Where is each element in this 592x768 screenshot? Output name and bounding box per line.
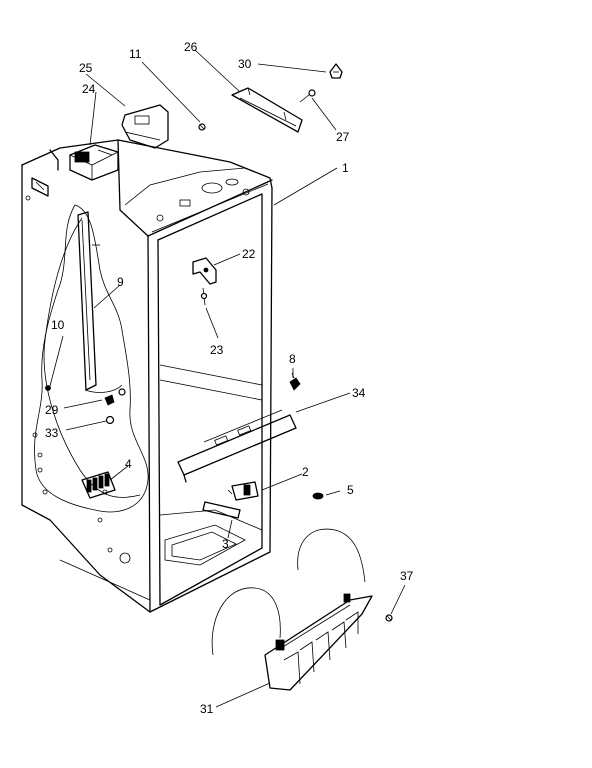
label-part-5: 5	[347, 483, 354, 497]
label-part-37: 37	[400, 569, 414, 583]
label-part-11: 11	[129, 47, 142, 61]
part-3-plate	[202, 501, 241, 519]
part-5-grommet	[312, 492, 324, 500]
label-part-27: 27	[336, 130, 350, 144]
air-duct	[77, 211, 100, 391]
label-part-34: 34	[352, 386, 366, 400]
part-24-control-box	[69, 144, 119, 181]
part-8-screw	[289, 372, 301, 391]
part-31-heater	[211, 528, 373, 691]
label-part-9: 9	[117, 275, 124, 289]
label-part-25: 25	[79, 61, 93, 75]
part-22-bracket	[192, 257, 217, 285]
cabinet-liner	[21, 139, 273, 613]
part-27-screw	[299, 89, 316, 103]
part-25-bracket	[121, 104, 169, 149]
part-29-fastener	[104, 388, 126, 406]
label-part-3: 3	[222, 537, 229, 551]
part-34-cover	[177, 409, 297, 483]
part-2-bracket	[227, 481, 259, 501]
label-part-30: 30	[238, 57, 252, 71]
label-part-4: 4	[125, 457, 132, 471]
part-4-vent	[81, 471, 116, 499]
part-23-screw	[200, 287, 208, 306]
label-part-2: 2	[302, 465, 309, 479]
label-part-29: 29	[45, 403, 59, 417]
label-part-1: 1	[342, 161, 349, 175]
label-part-10: 10	[51, 318, 65, 332]
label-part-23: 23	[210, 343, 224, 357]
part-26-channel	[231, 87, 303, 133]
label-part-22: 22	[242, 247, 256, 261]
label-part-8: 8	[289, 352, 296, 366]
part-11-screw	[198, 123, 206, 131]
label-part-33: 33	[45, 426, 59, 440]
part-30-clip	[329, 63, 343, 79]
wiring-harness	[43, 217, 141, 498]
label-part-24: 24	[82, 82, 96, 96]
label-part-26: 26	[184, 40, 198, 54]
part-33-plug	[105, 415, 115, 425]
part-10-screw	[45, 385, 51, 391]
leader-lines	[49, 49, 406, 708]
part-37-screw	[385, 614, 393, 622]
label-part-31: 31	[200, 702, 214, 716]
part-number-labels: 1 2 3 4 5 8 9 10 11 22 23 24 25 26 27 29…	[45, 40, 414, 716]
